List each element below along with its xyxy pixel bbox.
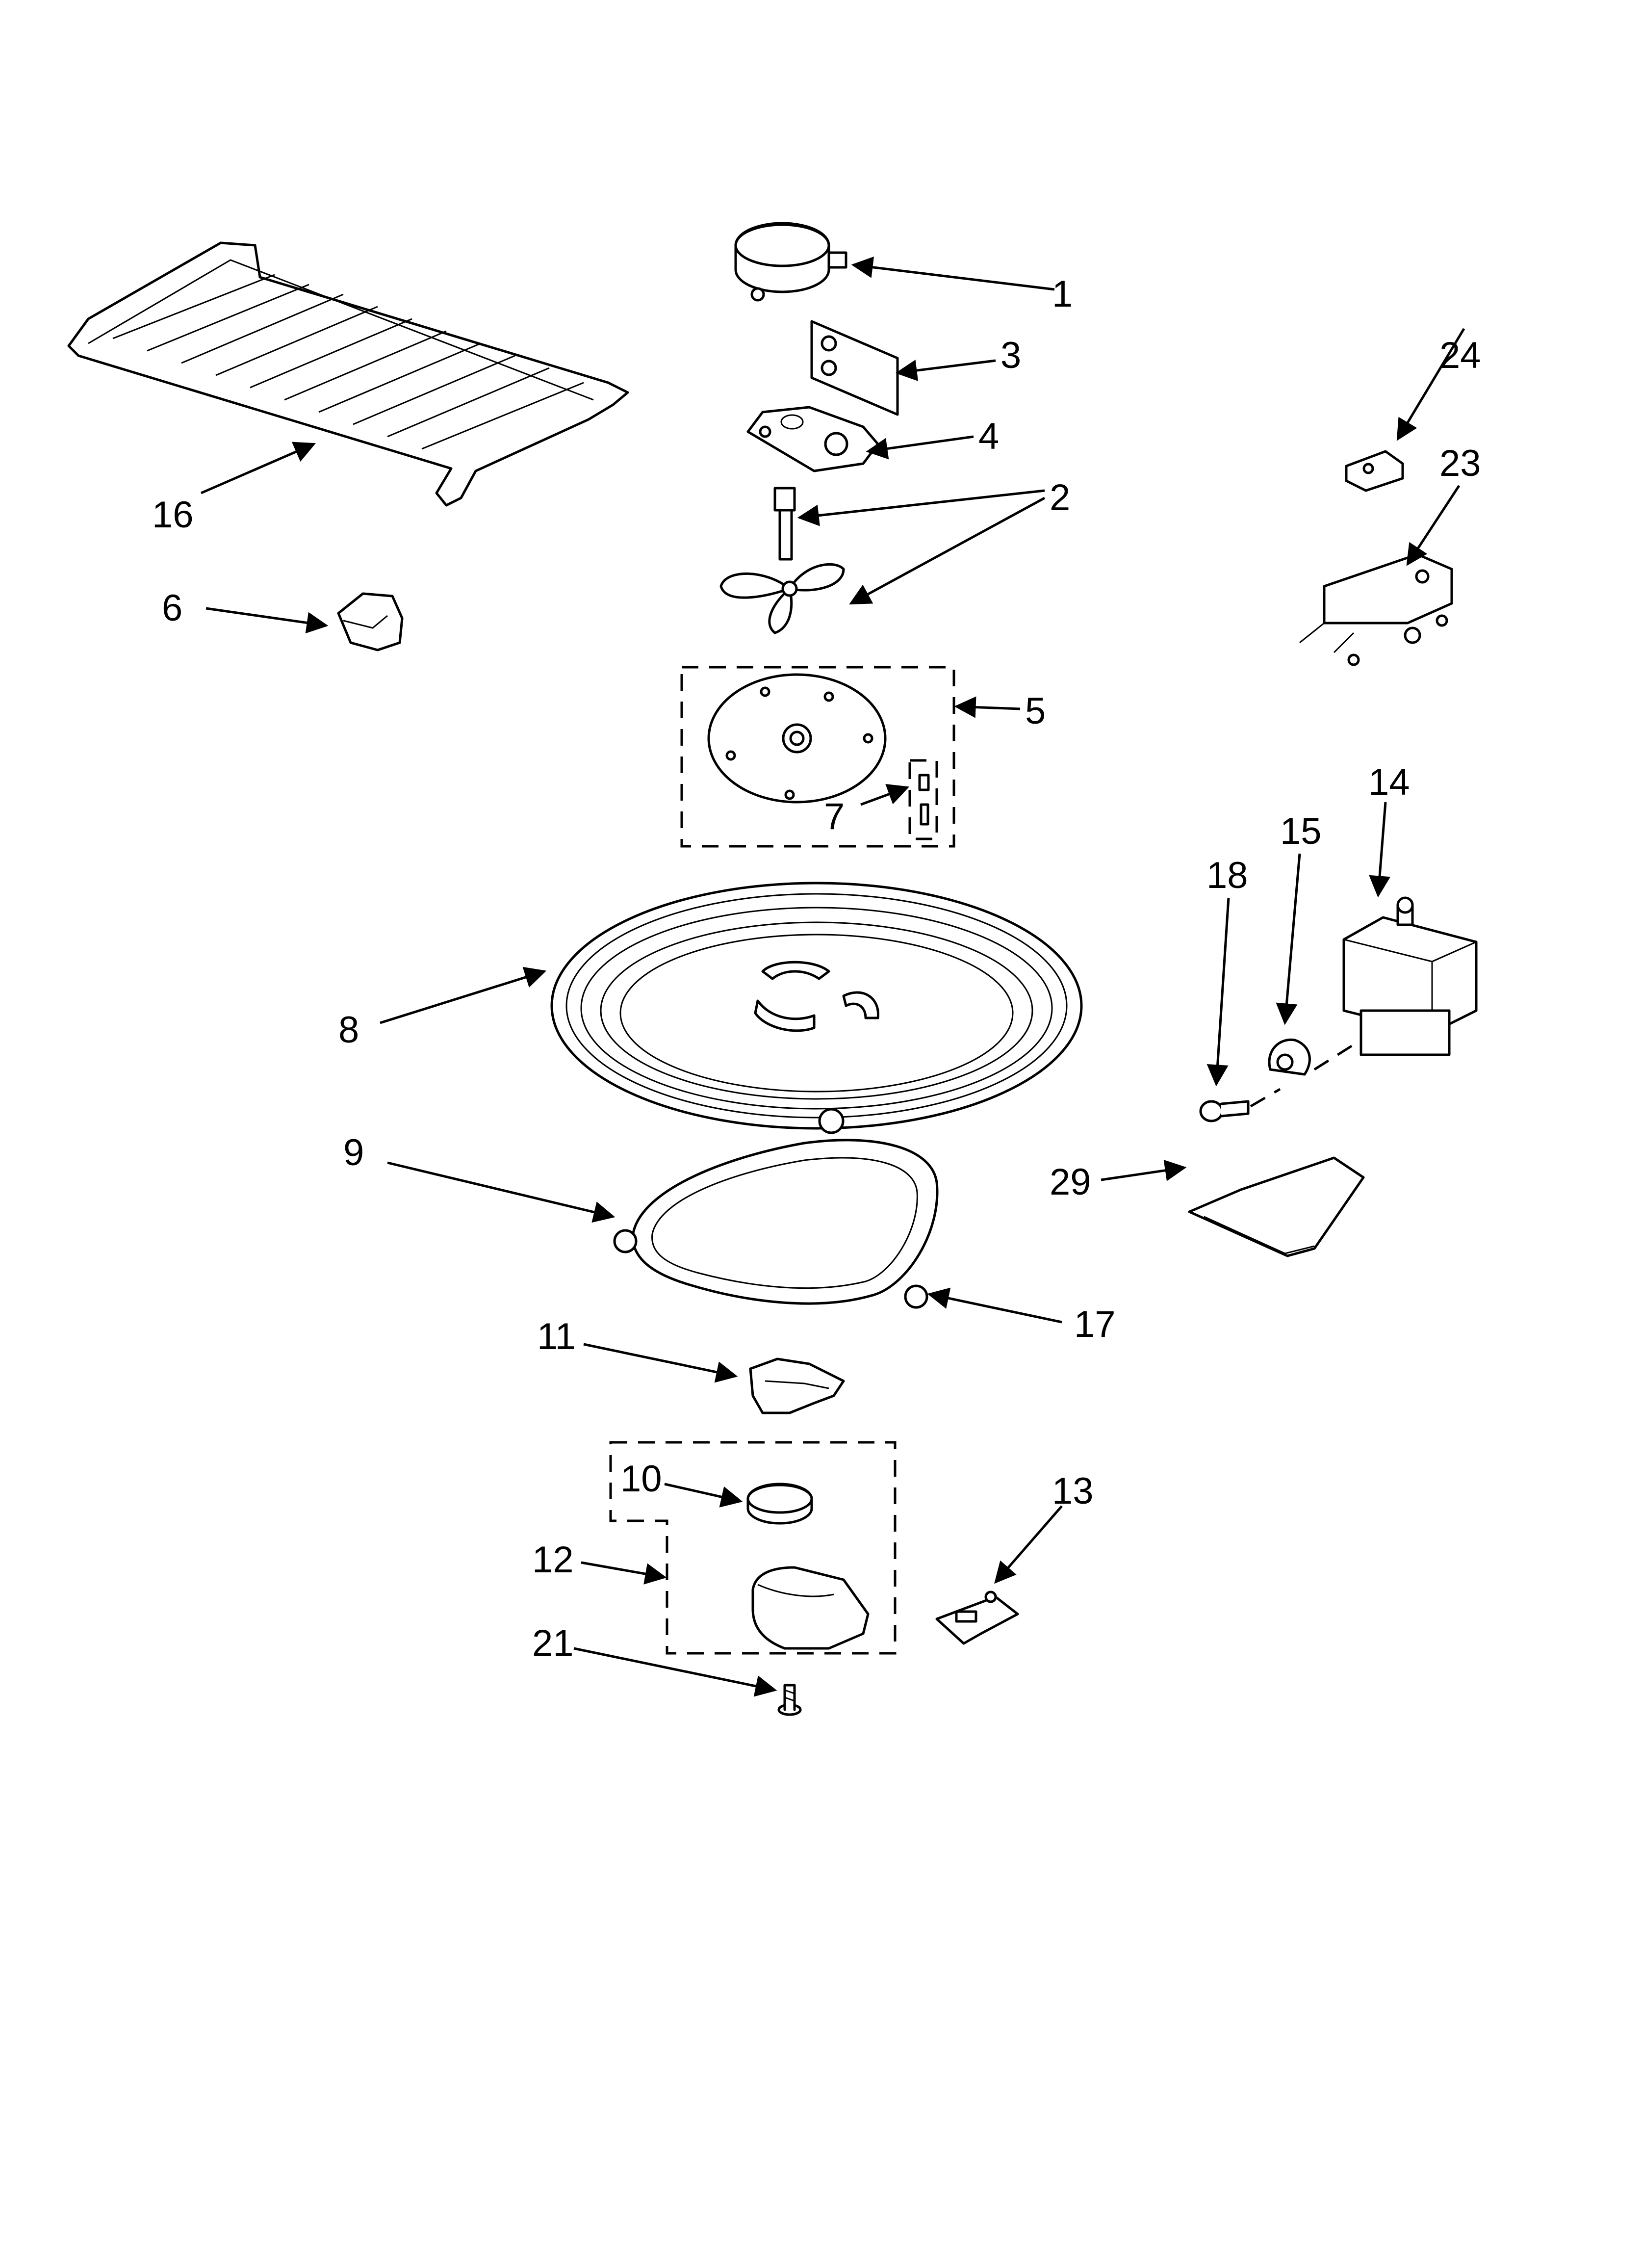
callout-12: 12 xyxy=(532,1539,574,1581)
callout-8: 8 xyxy=(338,1009,359,1051)
thermal-cutout-part xyxy=(1268,1038,1362,1076)
callout-24: 24 xyxy=(1439,335,1481,376)
callout-11: 11 xyxy=(537,1316,576,1357)
waveguide-cover-part xyxy=(1188,1156,1365,1257)
callout-10: 10 xyxy=(620,1458,662,1500)
fan-shaft-part xyxy=(773,487,796,561)
plate-assembly-group xyxy=(680,666,955,848)
callout-2: 2 xyxy=(1050,477,1070,519)
callout-7: 7 xyxy=(824,796,845,837)
callout-29: 29 xyxy=(1050,1161,1091,1203)
magnetron-part xyxy=(1342,896,1478,1056)
callout-18: 18 xyxy=(1206,855,1248,896)
callout-9: 9 xyxy=(343,1132,364,1173)
switch-part xyxy=(935,1590,1019,1645)
fan-blade-part xyxy=(719,563,845,634)
cover-plate-part xyxy=(810,320,899,416)
callout-6: 6 xyxy=(162,587,182,629)
coupler-part xyxy=(749,1357,845,1414)
magnetron-screw-part xyxy=(1199,1088,1281,1122)
callout-5: 5 xyxy=(1025,690,1046,732)
thermostat-bracket-part xyxy=(1299,553,1453,666)
callout-23: 23 xyxy=(1439,443,1481,484)
callout-4: 4 xyxy=(978,416,999,457)
callout-labels: 1 3 4 2 16 6 5 7 8 9 17 11 10 12 21 13 2… xyxy=(152,273,1481,1664)
small-bracket-part xyxy=(1345,450,1404,492)
screw-kit-group xyxy=(908,759,938,840)
callout-13: 13 xyxy=(1052,1470,1094,1512)
callout-16: 16 xyxy=(152,494,194,536)
drive-motor-assembly-group xyxy=(609,1441,897,1655)
roller-ring-part xyxy=(613,1108,939,1309)
motor-bracket-part xyxy=(746,406,879,472)
callout-17: 17 xyxy=(1074,1303,1116,1345)
stirrer-motor-part xyxy=(734,222,847,302)
callout-1: 1 xyxy=(1052,273,1073,315)
callout-14: 14 xyxy=(1368,761,1410,803)
oven-rack-part xyxy=(67,241,629,507)
callout-21: 21 xyxy=(532,1622,574,1664)
clip-part xyxy=(337,592,404,652)
callout-15: 15 xyxy=(1280,810,1322,852)
callout-3: 3 xyxy=(1001,335,1021,376)
screw-part xyxy=(777,1684,802,1716)
glass-tray-part xyxy=(550,882,1083,1130)
leader-lines xyxy=(201,256,1465,1697)
